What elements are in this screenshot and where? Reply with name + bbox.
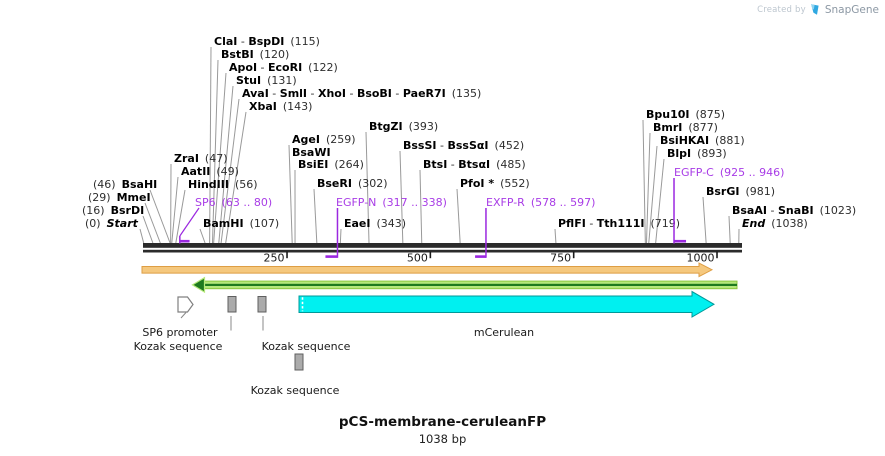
feature-label[interactable]: Kozak sequence: [134, 340, 223, 353]
restriction-site-label[interactable]: ClaI - BspDI(115): [214, 35, 320, 48]
backbone-arrow-feature[interactable]: [141, 262, 714, 278]
primer-label[interactable]: SP6(63 .. 80): [195, 196, 272, 209]
ruler-label: 500: [407, 252, 428, 265]
restriction-site-label[interactable]: (46)BsaHI: [93, 178, 157, 191]
primer-label[interactable]: EXFP-R(578 .. 597): [486, 196, 595, 209]
site-leader-line: [213, 72, 227, 244]
ruler-label: 250: [264, 252, 285, 265]
restriction-site-label[interactable]: HindIII(56): [188, 178, 258, 191]
restriction-site-label[interactable]: XbaI(143): [249, 100, 312, 113]
kozak-sequence-feature[interactable]: [294, 353, 304, 371]
restriction-site-label[interactable]: BsaAI - SnaBI(1023): [732, 204, 856, 217]
title-block: pCS-membrane-ceruleanFP 1038 bp: [0, 414, 885, 446]
site-leader-line: [645, 132, 651, 244]
site-leader-line: [655, 158, 665, 244]
restriction-site-label[interactable]: BstBI(120): [221, 48, 289, 61]
primer-label[interactable]: EGFP-C(925 .. 946): [674, 166, 784, 179]
restriction-site-label[interactable]: ZraI(47): [174, 152, 228, 165]
restriction-site-label[interactable]: BtgZI(393): [369, 120, 438, 133]
site-leader-line: [149, 189, 171, 244]
restriction-site-label[interactable]: BmrI(877): [653, 121, 718, 134]
plasmid-title: pCS-membrane-ceruleanFP: [338, 414, 547, 430]
site-leader-line: [144, 202, 161, 244]
restriction-site-label[interactable]: BssSI - BssSαI(452): [403, 139, 524, 152]
site-leader-line: [211, 59, 219, 244]
feature-label[interactable]: Kozak sequence: [251, 384, 340, 397]
restriction-site-label[interactable]: BseRI(302): [317, 177, 388, 190]
feature-leader-line: [180, 312, 187, 319]
site-leader-line: [456, 188, 461, 244]
site-leader-line: [419, 169, 423, 244]
restriction-site-label[interactable]: BsrGI(981): [706, 185, 775, 198]
site-leader-line: [199, 228, 206, 244]
site-leader-line: [642, 119, 646, 244]
kozak-sequence-feature[interactable]: [257, 296, 267, 313]
site-leader-line: [171, 176, 179, 244]
primer-label[interactable]: EGFP-N(317 .. 338): [336, 196, 447, 209]
restriction-site-label[interactable]: AatII(49): [181, 165, 239, 178]
plasmid-length: 1038 bp: [418, 432, 467, 446]
restriction-site-label[interactable]: AvaI - SmlI - XhoI - BsoBI - PaeR7I(135): [242, 87, 481, 100]
restriction-site-label[interactable]: (0)Start: [85, 217, 139, 230]
sequence-bar-top-strand[interactable]: [143, 243, 742, 248]
site-leader-line: [209, 46, 212, 244]
restriction-site-label[interactable]: BsiHKAI(881): [660, 134, 745, 147]
reverse-strand-arrowhead[interactable]: [191, 276, 206, 294]
site-leader-line: [728, 215, 731, 244]
restriction-site-label[interactable]: BamHI(107): [203, 217, 279, 230]
primer-connector-line: [179, 207, 200, 237]
feature-label[interactable]: Kozak sequence: [262, 340, 351, 353]
restriction-site-label[interactable]: ApoI - EcoRI(122): [229, 61, 338, 74]
site-leader-line: [313, 188, 318, 244]
sequence-bar-bottom-strand[interactable]: [143, 249, 742, 253]
reverse-strand-arrow-core: [204, 283, 737, 286]
ruler-label: 750: [550, 252, 571, 265]
restriction-site-label[interactable]: Bpu10I(875): [646, 108, 725, 121]
site-leader-line: [399, 150, 404, 244]
site-leader-line: [702, 196, 707, 244]
site-leader-line: [175, 189, 186, 244]
site-leader-line: [218, 85, 234, 244]
kozak-sequence-feature[interactable]: [227, 296, 237, 313]
restriction-site-label[interactable]: (16)BsrDI: [82, 204, 144, 217]
site-leader-line: [648, 145, 658, 244]
restriction-site-label[interactable]: StuI(131): [236, 74, 297, 87]
ruler-label: 1000: [687, 252, 715, 265]
feature-label[interactable]: SP6 promoter: [142, 326, 218, 339]
site-leader-line: [339, 228, 342, 244]
sp6-promoter-feature[interactable]: [177, 296, 194, 313]
restriction-site-label[interactable]: PflFI - Tth111I(719): [558, 217, 680, 230]
site-leader-line: [365, 131, 370, 244]
snapgene-logo-icon: [810, 3, 821, 16]
restriction-site-label[interactable]: AgeI(259): [292, 133, 356, 146]
site-leader-line: [288, 144, 293, 244]
site-leader-line: [142, 215, 154, 244]
restriction-site-label[interactable]: EaeI(343): [344, 217, 406, 230]
restriction-site-label[interactable]: (29)MmeI: [88, 191, 151, 204]
credit-prefix: Created by: [757, 4, 806, 15]
credit: Created by SnapGene: [757, 3, 879, 16]
site-leader-line: [225, 111, 247, 244]
restriction-site-label[interactable]: PfoI *(552): [460, 177, 530, 190]
restriction-site-label[interactable]: BsiEI(264): [298, 158, 364, 171]
site-leader-line: [220, 98, 240, 244]
restriction-site-label[interactable]: BtsI - BtsαI(485): [423, 158, 526, 171]
site-leader-line: [139, 228, 145, 244]
feature-label[interactable]: mCerulean: [474, 326, 534, 339]
restriction-site-label[interactable]: End(1038): [742, 217, 808, 230]
mcerulean-cds-arrow[interactable]: [298, 290, 715, 318]
restriction-site-label[interactable]: BlpI(893): [667, 147, 727, 160]
site-leader-line: [554, 228, 557, 244]
credit-brand: SnapGene: [824, 3, 879, 16]
restriction-site-label[interactable]: BsaWI: [292, 146, 331, 159]
